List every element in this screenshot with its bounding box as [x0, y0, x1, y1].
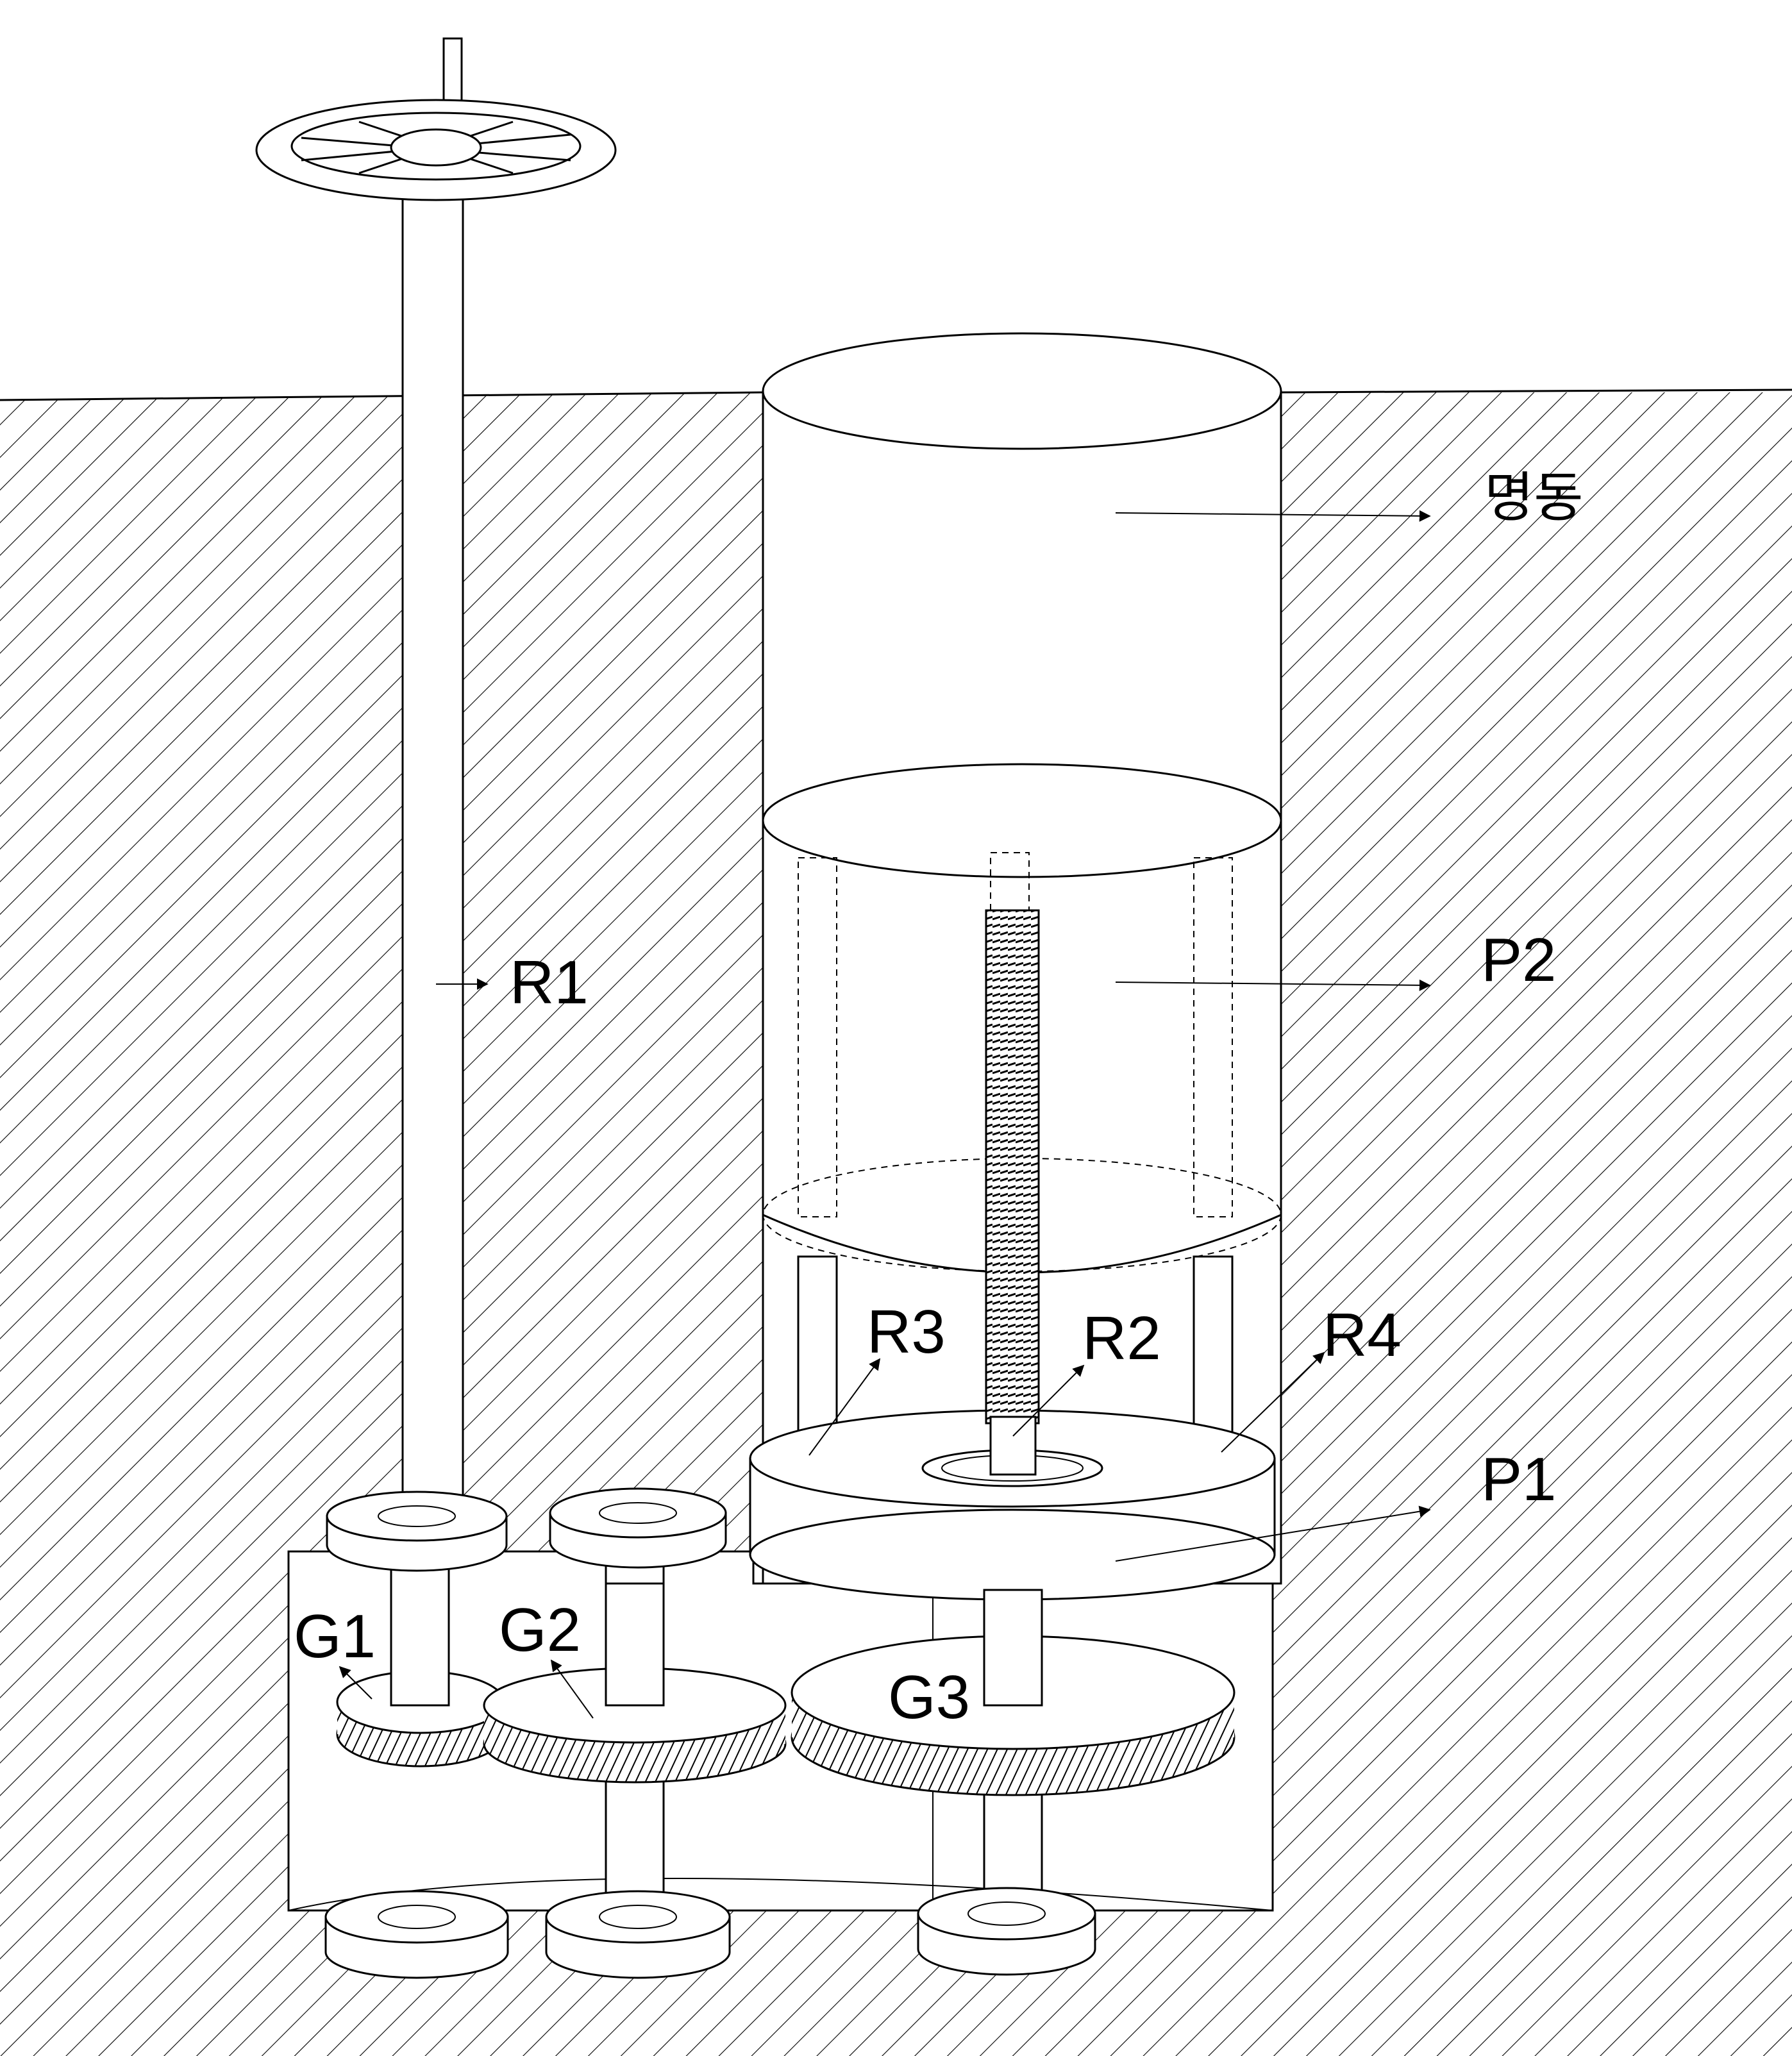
label-r2: R2	[1082, 1304, 1161, 1373]
label-p2: P2	[1481, 926, 1556, 994]
label-p1: P1	[1481, 1445, 1556, 1514]
label-r1: R1	[510, 948, 589, 1017]
gear-g2	[483, 1582, 787, 1784]
label-r4: R4	[1323, 1301, 1402, 1369]
label-g1: G1	[294, 1602, 376, 1671]
bearings	[324, 1487, 1096, 1979]
gear-g1	[336, 1563, 505, 1768]
label-r3: R3	[867, 1298, 946, 1366]
lead-screw-r2	[985, 909, 1040, 1476]
label-g3: G3	[888, 1663, 970, 1732]
leader-arrows	[339, 510, 1431, 1719]
shaft-r1	[255, 37, 617, 1527]
label-g2: G2	[499, 1596, 581, 1664]
gear-g3	[791, 1589, 1235, 1796]
label-myeongdong: 명동	[1484, 466, 1584, 529]
